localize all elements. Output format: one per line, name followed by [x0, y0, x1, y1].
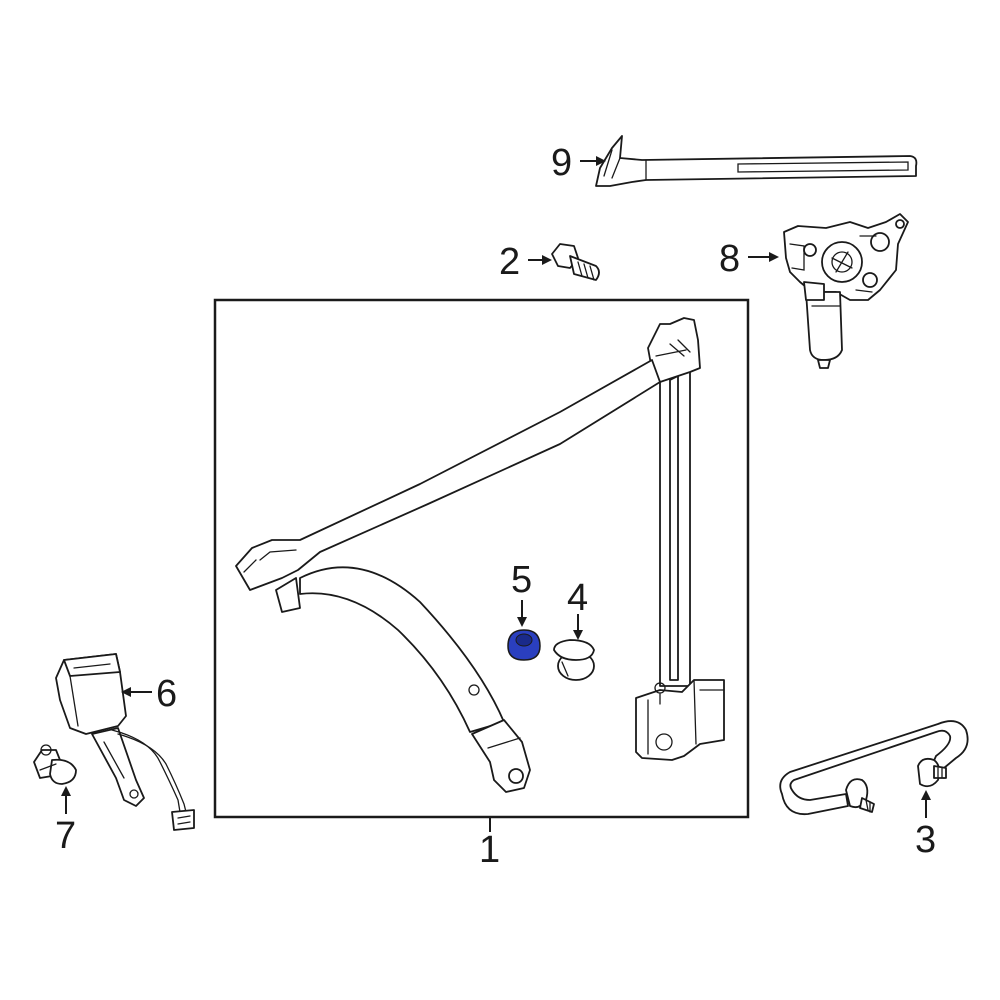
part-7-clip[interactable] — [33, 744, 77, 785]
callout-5: 5 — [511, 559, 532, 601]
callout-8: 8 — [719, 238, 740, 280]
part-3-cable-assembly[interactable] — [779, 720, 969, 816]
callout-7-leader — [61, 786, 71, 814]
callout-1: 1 — [479, 829, 500, 871]
callout-6: 6 — [156, 673, 177, 715]
part-8-adjuster-motor[interactable] — [783, 213, 909, 369]
callout-7: 7 — [55, 815, 76, 857]
part-1-belt-webbing[interactable] — [235, 359, 661, 793]
callout-8-leader — [748, 252, 779, 262]
callout-3: 3 — [915, 819, 936, 861]
part-6-buckle[interactable] — [55, 653, 195, 831]
callout-9: 9 — [551, 142, 572, 184]
part-5-washer[interactable] — [507, 629, 541, 661]
part-3-stud-right — [917, 757, 947, 788]
part-4-cap[interactable] — [553, 639, 595, 681]
callout-3-leader — [921, 790, 931, 818]
part-3-stud-left — [845, 778, 875, 813]
callout-9-leader — [580, 156, 606, 166]
part-9-height-adjuster-rail[interactable] — [595, 135, 918, 187]
callout-2: 2 — [499, 241, 520, 283]
callout-6-leader — [121, 687, 152, 697]
callout-2-leader — [528, 255, 552, 265]
callout-4: 4 — [567, 577, 588, 619]
part-2-bolt[interactable] — [551, 243, 600, 281]
callout-5-leader — [517, 600, 527, 627]
callout-4-leader — [573, 614, 583, 640]
